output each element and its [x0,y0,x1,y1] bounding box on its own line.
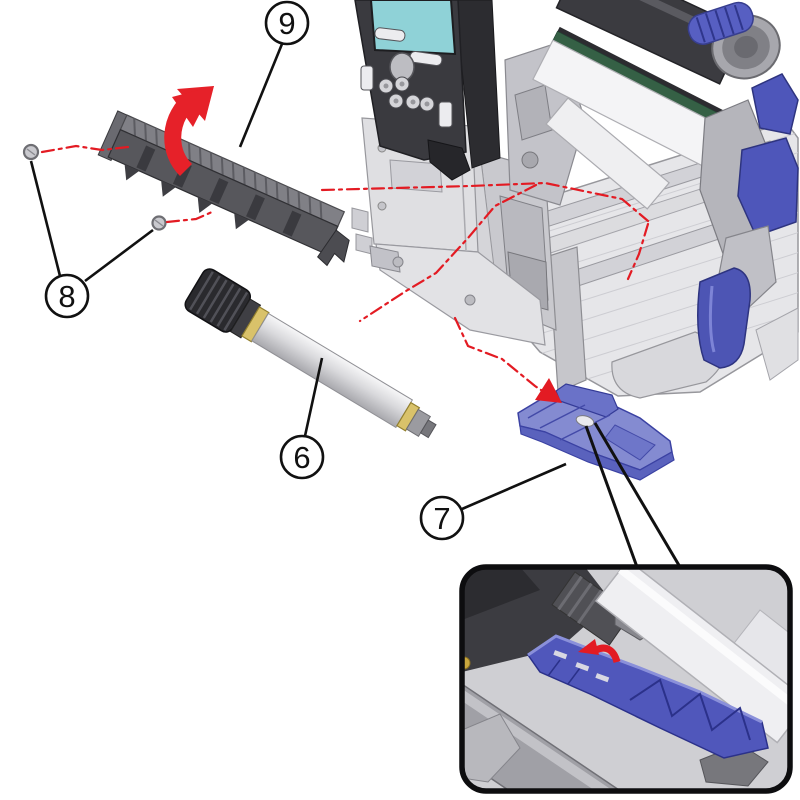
callout-leader-lines [29,43,567,511]
callout-6-label: 6 [293,440,310,475]
printer-body [351,0,799,399]
screw-bottom [151,215,167,231]
callout-7: 7 [419,495,465,541]
install-arrowhead-icon [535,378,562,403]
control-panel [354,0,501,181]
print-head-roller [532,26,749,177]
callout-7-label: 7 [433,501,450,536]
part-7-guide-plate [517,383,675,481]
inset-leader-lines [584,422,682,568]
callout-8-label: 8 [58,279,75,314]
callout-6: 6 [279,434,325,480]
screw-top [22,143,40,161]
part-6-platen-roller [184,268,437,439]
lift-arrow-icon [164,86,214,177]
part-9-guide-rail [97,110,350,267]
callout-9: 9 [264,0,310,46]
inset-border [459,564,793,794]
install-direction-lines [40,144,650,398]
callout-8: 8 [44,273,90,319]
ribbon-knob [687,1,754,45]
detail-inset [462,567,790,791]
inset-rotate-arrow-icon [578,639,621,664]
lower-roller [545,97,670,210]
lcd-screen [369,0,457,56]
callout-9-label: 9 [278,6,295,41]
